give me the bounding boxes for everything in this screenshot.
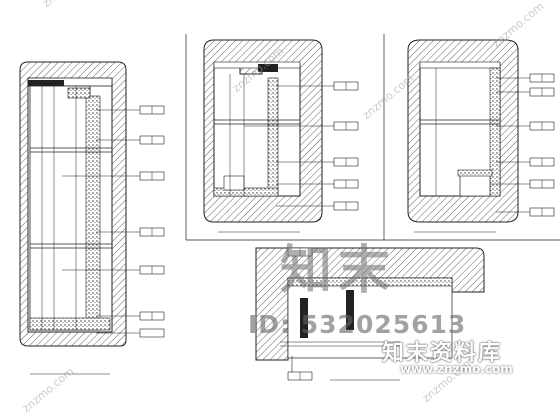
- panel-a-tag: [139, 171, 165, 181]
- panel-a-room: [29, 85, 91, 331]
- panel-a-tag: [139, 105, 165, 115]
- panel-c-tag: [529, 73, 555, 83]
- panel-b-tag: [333, 157, 359, 167]
- panel-d-finish: [287, 277, 453, 287]
- panel-a-leaders: [62, 109, 140, 334]
- panel-c-finish: [489, 67, 501, 197]
- panel-b-ceiling-dark: [258, 64, 278, 72]
- panel-c-leaders: [490, 77, 530, 213]
- panel-a-tag: [139, 227, 165, 237]
- panel-c-tag: [529, 157, 555, 167]
- panel-c-box-top: [457, 169, 493, 177]
- panel-b-leaders: [244, 85, 334, 207]
- panel-b-floor-box: [223, 175, 245, 191]
- panel-b-tag: [333, 81, 359, 91]
- panel-a-tag: [139, 135, 165, 145]
- panel-d-tag: [287, 371, 313, 381]
- panel-a-wall-cap: [67, 87, 91, 99]
- panel-a-tag: [139, 265, 165, 275]
- panel-c-tag: [529, 87, 555, 97]
- panel-d-tag: [287, 247, 313, 257]
- panel-c: [407, 39, 555, 233]
- panel-c-tag: [529, 179, 555, 189]
- panel-b-tag: [333, 201, 359, 211]
- panel-a-finish: [85, 95, 101, 331]
- panel-b: [203, 39, 359, 233]
- panel-c-ceiling: [419, 61, 501, 69]
- panel-b-finish: [267, 77, 279, 197]
- panel-b-ceiling: [213, 61, 301, 69]
- panel-d: [255, 247, 485, 381]
- panel-a-base: [29, 317, 111, 331]
- panel-c-tag: [529, 121, 555, 131]
- panel-a-tag: [139, 311, 165, 321]
- panel-d-post: [300, 298, 308, 338]
- panel-d-post: [346, 290, 354, 330]
- panel-b-tag: [333, 121, 359, 131]
- panel-b-base: [213, 187, 279, 197]
- panel-b-tag: [333, 179, 359, 189]
- panel-d-inner: [287, 277, 453, 359]
- panel-a: [19, 61, 165, 375]
- panel-a-ceiling-thick: [28, 80, 64, 86]
- panel-c-tag: [529, 207, 555, 217]
- panel-a-tag-extra: [139, 328, 165, 338]
